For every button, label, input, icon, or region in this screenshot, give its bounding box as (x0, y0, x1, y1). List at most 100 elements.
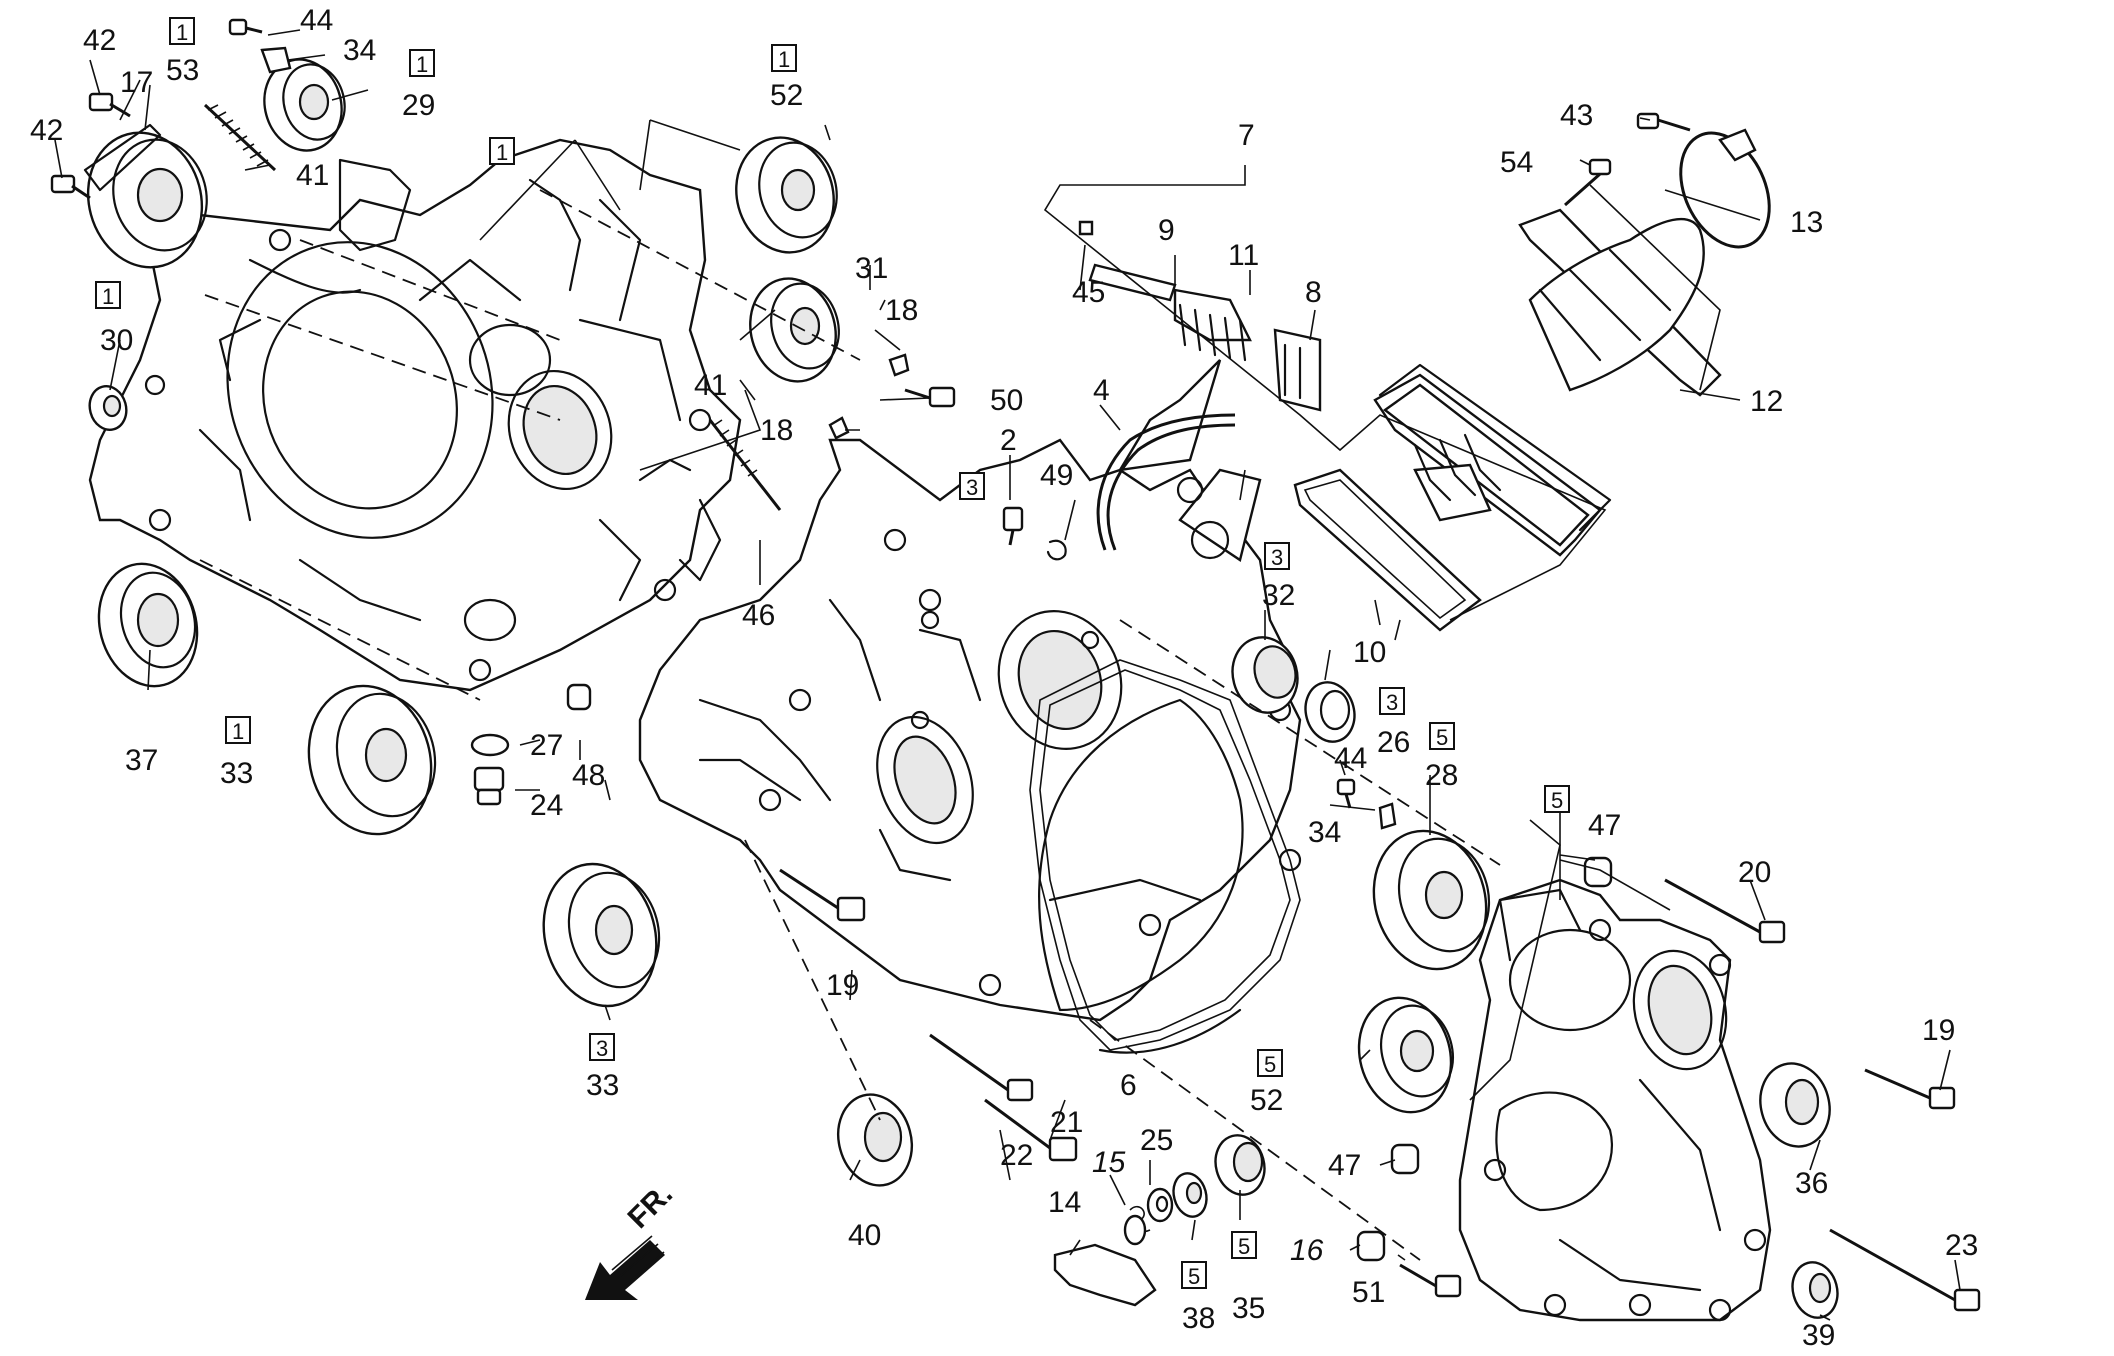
bearing-33-lower (542, 862, 661, 1008)
label-35: 35 (1232, 1292, 1265, 1325)
label-18-upper: 18 (885, 294, 918, 327)
label-44-lower: 44 (1334, 742, 1367, 775)
box-case-1: 1 (496, 140, 508, 165)
label-11: 11 (1228, 239, 1259, 272)
box-28: 5 (1436, 725, 1448, 750)
box-26: 3 (1386, 690, 1398, 715)
label-36: 36 (1795, 1167, 1828, 1200)
boxed-reference-numbers: 1 1 1 1 1 1 3 3 3 3 5 5 5 5 5 (95, 17, 1570, 1289)
label-39: 39 (1802, 1319, 1835, 1352)
box-53: 1 (176, 20, 188, 45)
label-4: 4 (1093, 374, 1110, 407)
oil-seal-36 (1759, 1062, 1831, 1148)
label-53: 53 (166, 54, 199, 87)
gasket-6 (1029, 659, 1301, 1051)
right-crankcase-cover (1458, 878, 1772, 1322)
label-54: 54 (1500, 146, 1533, 179)
label-34-upper: 34 (343, 34, 376, 67)
bearing-52 (735, 136, 838, 254)
bolts (50, 18, 1981, 1312)
label-46: 46 (742, 599, 775, 632)
leader-lines (54, 29, 1961, 1321)
label-51: 51 (1352, 1276, 1385, 1309)
box-38: 5 (1188, 1264, 1200, 1289)
right-crankcase-half (638, 359, 1302, 1054)
needle-bearing-35 (1214, 1134, 1266, 1196)
label-33-lower: 33 (586, 1069, 619, 1102)
label-52: 52 (770, 79, 803, 112)
box-52-lower: 5 (1264, 1052, 1276, 1077)
label-42-upper: 42 (83, 24, 116, 57)
oil-seal-30 (88, 385, 128, 431)
box-33-lower: 3 (596, 1036, 608, 1061)
label-48: 48 (572, 759, 605, 792)
hose-clamp-13 (1679, 128, 1771, 249)
label-6: 6 (1120, 1069, 1137, 1102)
label-32: 32 (1262, 579, 1295, 612)
label-31: 31 (855, 252, 888, 285)
box-case-5: 5 (1551, 788, 1563, 813)
box-case-3: 3 (966, 475, 978, 500)
label-33-upper: 33 (220, 757, 253, 790)
breather-tube-4 (1096, 413, 1236, 551)
label-29: 29 (402, 89, 435, 122)
front-direction-arrow: FR. (585, 1177, 679, 1300)
label-19-center: 19 (826, 969, 859, 1002)
label-12: 12 (1750, 385, 1783, 418)
bearing-28 (1372, 829, 1491, 971)
oil-seal-40 (837, 1093, 913, 1187)
washer-25 (1146, 1187, 1174, 1223)
label-45: 45 (1072, 276, 1105, 309)
label-2: 2 (1000, 424, 1017, 457)
label-27: 27 (530, 729, 563, 762)
label-47-lower: 47 (1328, 1149, 1361, 1182)
label-52-lower: 52 (1250, 1084, 1283, 1117)
label-17: 17 (120, 66, 153, 99)
washer-38 (1172, 1172, 1208, 1218)
label-41-center: 41 (694, 369, 727, 402)
oil-seal-39 (1791, 1261, 1839, 1319)
box-29: 1 (416, 52, 428, 77)
label-14: 14 (1048, 1186, 1081, 1219)
label-21: 21 (1050, 1106, 1083, 1139)
label-43: 43 (1560, 99, 1593, 132)
label-47-upper: 47 (1588, 809, 1621, 842)
part-number-labels: 7 9 11 8 45 4 2 49 32 10 26 44 34 28 47 … (30, 4, 1978, 1352)
bearing-53 (86, 131, 208, 269)
label-40: 40 (848, 1219, 881, 1252)
label-16: 16 (1290, 1234, 1324, 1267)
label-49: 49 (1040, 459, 1073, 492)
front-direction-label: FR. (622, 1177, 680, 1235)
bearing-29 (263, 58, 346, 152)
label-20: 20 (1738, 856, 1771, 889)
box-52: 1 (778, 47, 790, 72)
box-30: 1 (102, 284, 114, 309)
label-18-lower: 18 (760, 414, 793, 447)
label-30: 30 (100, 324, 133, 357)
label-24: 24 (530, 789, 563, 822)
oil-seal-37 (97, 562, 199, 688)
label-13: 13 (1790, 206, 1823, 239)
label-37: 37 (125, 744, 158, 777)
label-10: 10 (1353, 636, 1386, 669)
bearing-33-upper (307, 684, 437, 836)
reed-valve-assembly (1293, 363, 1612, 632)
bearing-52-lower (1357, 996, 1454, 1114)
label-15: 15 (1092, 1146, 1126, 1179)
label-8: 8 (1305, 276, 1322, 309)
label-9: 9 (1158, 214, 1175, 247)
label-22: 22 (1000, 1139, 1033, 1172)
oil-seal-26 (1304, 681, 1356, 743)
label-28: 28 (1425, 759, 1458, 792)
label-23: 23 (1945, 1229, 1978, 1262)
label-41-left: 41 (296, 159, 329, 192)
label-26: 26 (1377, 726, 1410, 759)
bearing-31 (749, 277, 840, 383)
label-25: 25 (1140, 1124, 1173, 1157)
label-42-lower: 42 (30, 114, 63, 147)
box-32: 3 (1271, 545, 1283, 570)
needle-bearing-32 (1231, 636, 1299, 714)
box-33-upper: 1 (232, 719, 244, 744)
label-38: 38 (1182, 1302, 1215, 1335)
